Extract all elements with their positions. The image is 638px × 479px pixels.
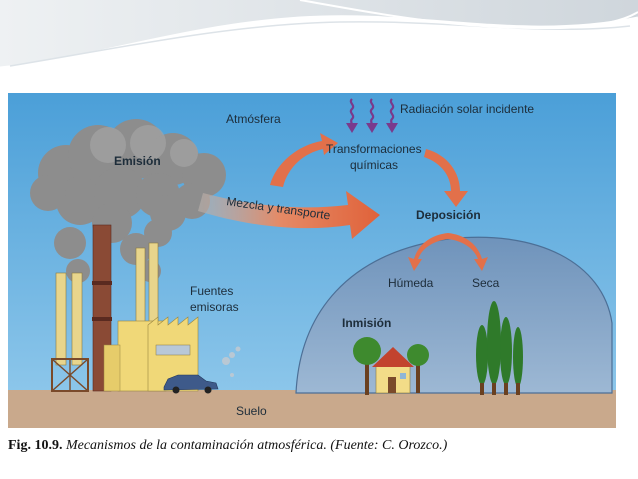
label-transformations-1: Transformaciones [326,142,422,156]
wet-arrow [408,233,448,271]
label-solar-radiation: Radiación solar incidente [400,102,534,116]
label-wet: Húmeda [388,276,434,290]
factory [51,224,199,392]
ground [8,390,616,428]
solar-radiation-icon [349,98,395,126]
cypress-trees-icon [476,301,523,395]
label-deposition: Deposición [416,208,481,222]
label-immission: Inmisión [342,316,391,330]
label-transformations-2: químicas [350,158,398,172]
label-ground: Suelo [236,404,267,418]
label-dry: Seca [472,276,500,290]
slide-header-decoration [0,0,638,70]
figure-caption-text: Mecanismos de la contaminación atmosféri… [65,438,448,453]
deposition-arrow [424,149,468,207]
house-icon [372,347,414,394]
car-icon [163,346,241,394]
label-emission: Emisión [114,154,161,168]
tree-icon [353,337,429,395]
figure-number: Fig. 10.9. [8,438,63,453]
label-sources-2: emisoras [190,300,239,314]
label-atmosphere: Atmósfera [226,112,281,126]
dry-arrow [448,233,488,271]
label-sources-1: Fuentes [190,284,233,298]
mixing-transport-arrow [198,191,380,239]
transformation-arrow [270,133,338,187]
figure-caption: Fig. 10.9. Mecanismos de la contaminació… [8,438,628,454]
pollution-mechanisms-diagram: Atmósfera Radiación solar incidente Tran… [8,93,616,428]
